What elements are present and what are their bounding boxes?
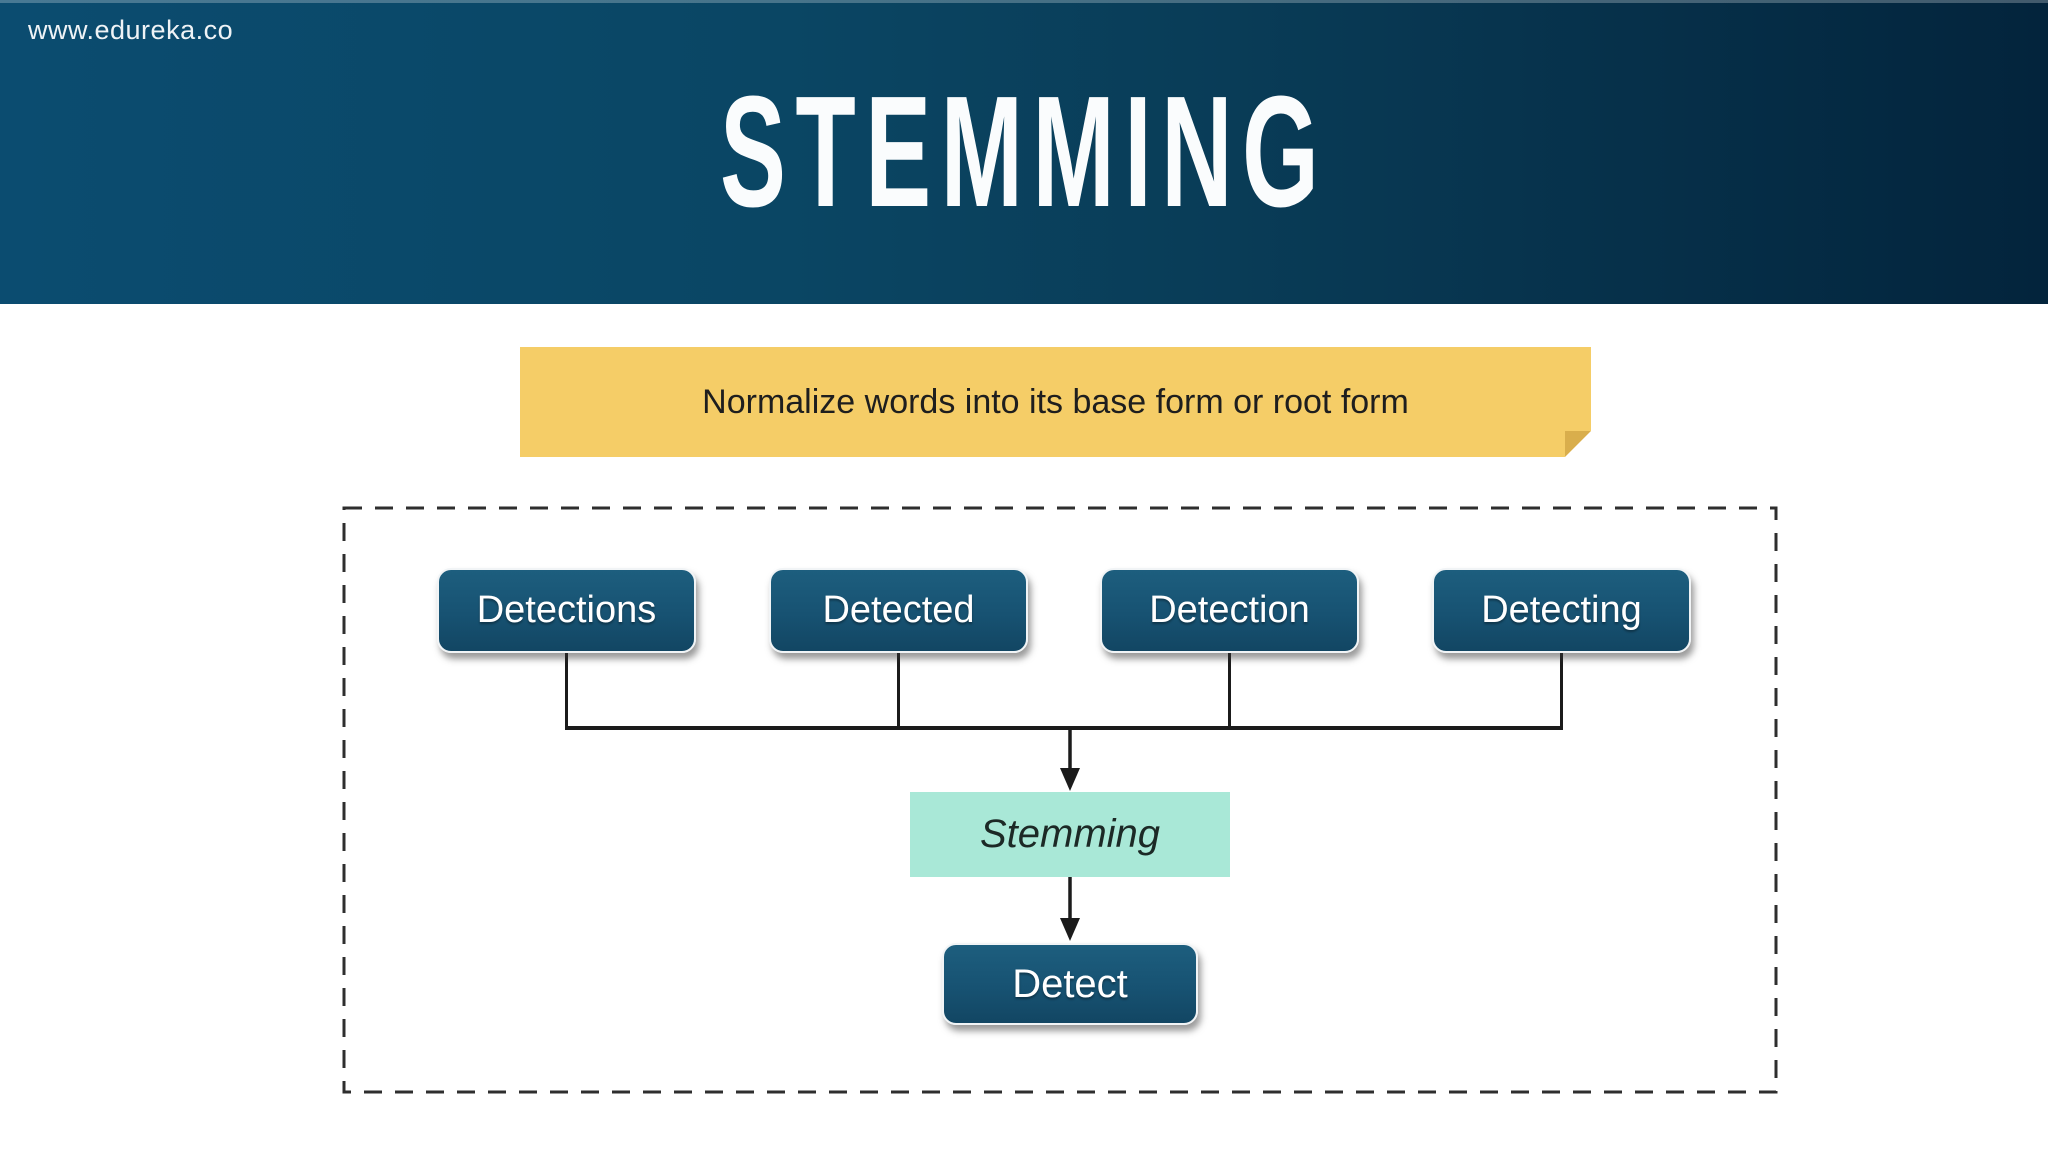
title-container: STEMMING <box>0 3 2048 304</box>
header-banner: www.edureka.co STEMMING <box>0 0 2048 304</box>
watermark-url: www.edureka.co <box>28 15 234 45</box>
process-box-stemming: Stemming <box>910 792 1230 877</box>
word-box-detections: Detections <box>437 568 696 653</box>
result-box-detect: Detect <box>942 943 1198 1025</box>
arrowhead-to-stemming <box>1060 768 1080 791</box>
word-box-detected: Detected <box>769 568 1028 653</box>
page-title: STEMMING <box>719 64 1329 241</box>
arrowhead-to-detect <box>1060 918 1080 941</box>
word-box-detected-label: Detected <box>822 589 975 631</box>
word-box-detections-label: Detections <box>476 589 657 631</box>
word-box-detection: Detection <box>1100 568 1359 653</box>
word-box-detecting-label: Detecting <box>1481 589 1642 631</box>
word-box-detection-label: Detection <box>1149 589 1310 631</box>
process-box-stemming-label: Stemming <box>979 812 1161 856</box>
word-box-detecting: Detecting <box>1432 568 1691 653</box>
definition-note: Normalize words into its base form or ro… <box>520 347 1591 457</box>
definition-note-text: Normalize words into its base form or ro… <box>702 382 1409 421</box>
result-box-detect-label: Detect <box>1012 961 1128 1006</box>
